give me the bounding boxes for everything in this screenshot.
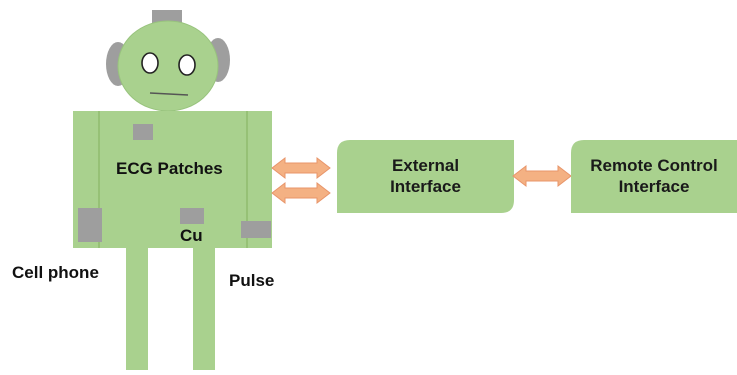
double-arrow-bottom [271,181,331,205]
external-interface-line1: External [391,156,460,176]
external-interface-line2: Interface [390,176,461,196]
torso-center-patch [180,208,204,224]
torso-left-patch [78,208,102,242]
remote-control-line2: Interface [618,176,690,196]
torso-top-patch [133,124,153,140]
double-arrow-middle [512,164,572,188]
external-interface-text: External Interface [337,140,514,213]
remote-control-interface-text: Remote Control Interface [571,140,737,213]
cell-phone-label: Cell phone [12,263,99,282]
torso-right-patch [241,221,271,238]
remote-control-line1: Remote Control [590,156,718,176]
robot-head [117,20,219,112]
robot-torso [73,111,272,248]
left-leg [126,248,148,370]
external-interface-box [337,140,514,213]
remote-control-interface-box [571,140,737,213]
cu-label: Cu [180,226,203,245]
double-arrow-top [271,156,331,180]
robot-mouth [149,92,189,96]
right-eye [178,54,196,76]
ecg-patches-label: ECG Patches [116,159,223,178]
right-leg [193,248,215,370]
left-eye [141,52,159,74]
pulse-label: Pulse [229,271,275,290]
